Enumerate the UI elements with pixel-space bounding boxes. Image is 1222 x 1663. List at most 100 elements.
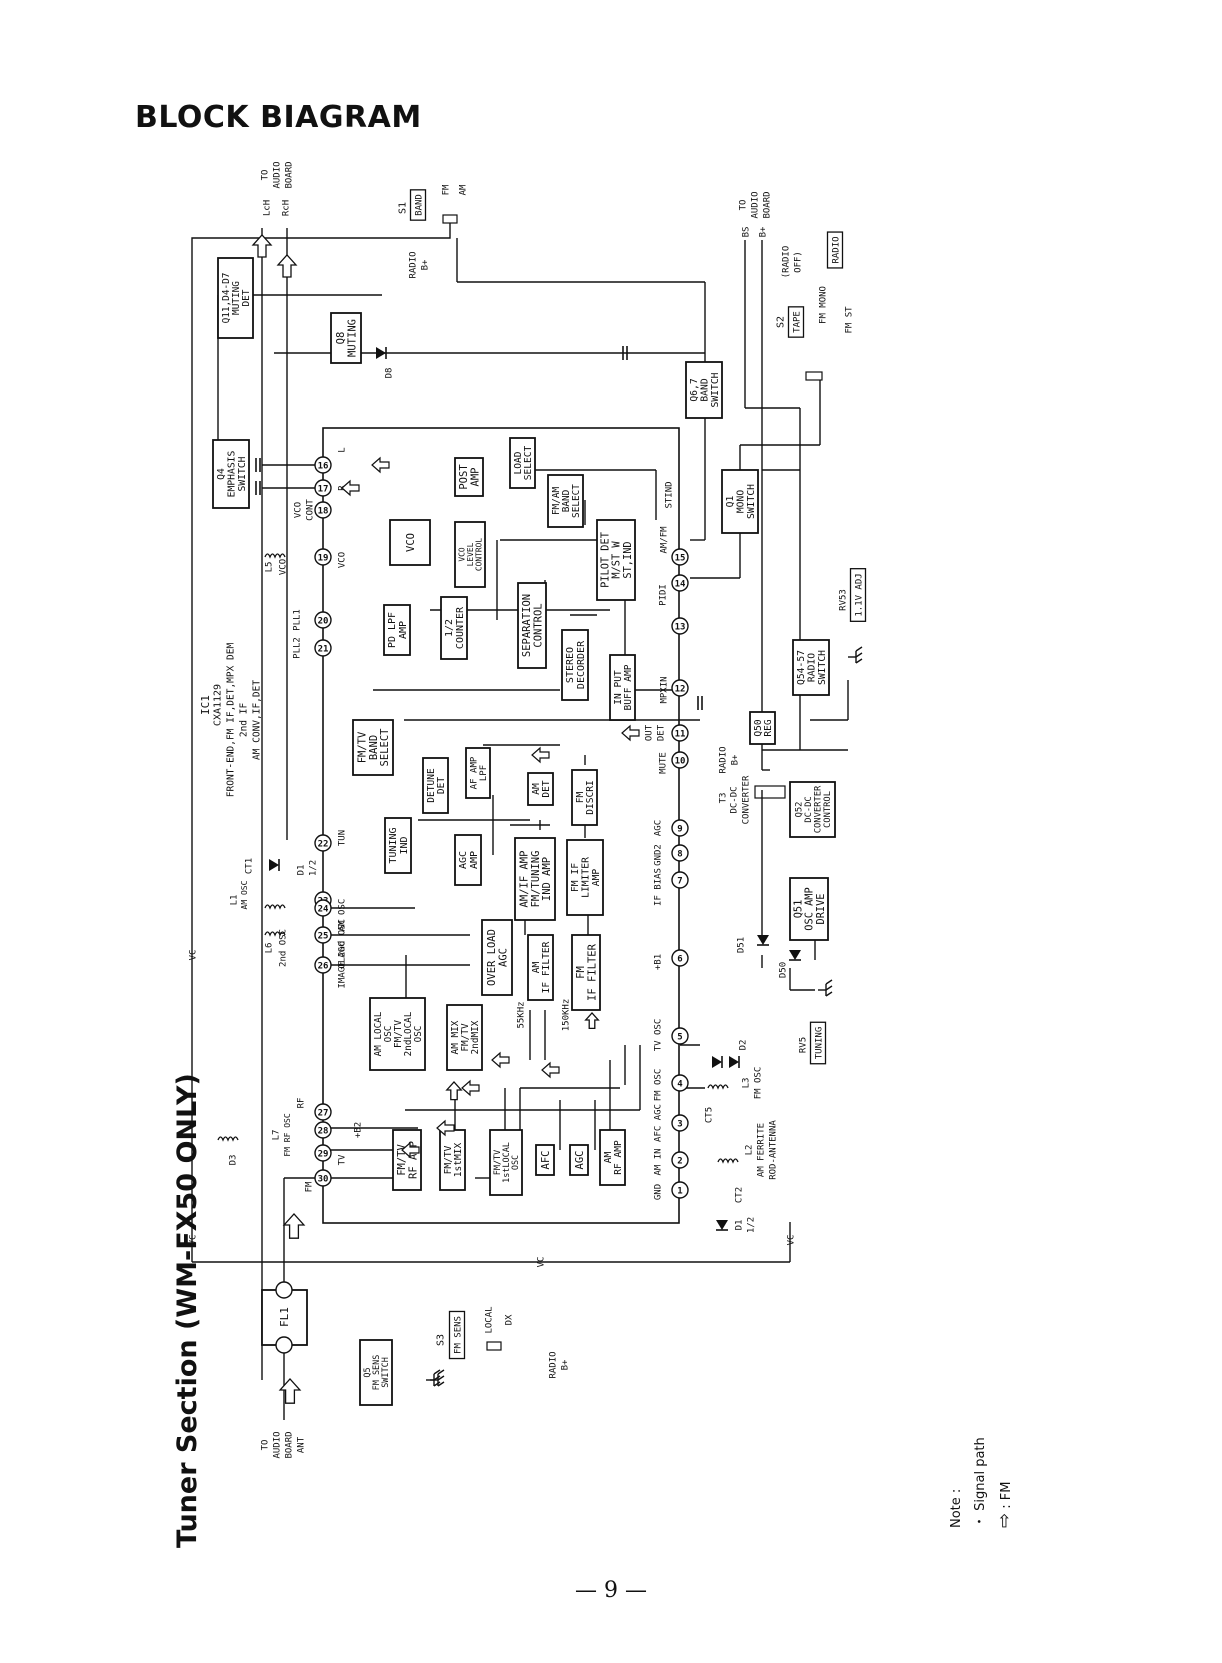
label-line: IF FILTER (586, 943, 598, 1001)
boxed-label-radio: RADIO (831, 236, 841, 263)
label-l6: L6 (264, 943, 274, 954)
label-line: BS (741, 227, 751, 238)
label-line: AM FERRITE (756, 1123, 766, 1177)
pin-9 (671, 819, 689, 837)
diode-icon (716, 1220, 728, 1230)
pin-number: 27 (318, 1109, 329, 1119)
label-line: VCO (457, 547, 466, 561)
wire (437, 1369, 445, 1375)
label-line: S1 (398, 202, 409, 214)
wire (855, 652, 863, 658)
signal-arrow-icon (541, 1061, 560, 1079)
ic-desc1: FRONT-END,FM IF,DET,MPX DEM (225, 643, 236, 798)
label-line: B+ (420, 259, 430, 270)
block-amlocal (369, 997, 426, 1071)
label-line: LcH (262, 200, 272, 216)
boxed-fmsens (448, 1310, 466, 1360)
block-input (609, 654, 636, 721)
label-d1a2: 1/2 (308, 860, 318, 876)
block-agcamp (454, 834, 482, 886)
pin-number: 18 (318, 507, 329, 517)
label-line: CT1 (244, 858, 254, 874)
label-radio3: RADIO (548, 1351, 558, 1378)
label-line: B+ (730, 754, 740, 765)
pin-number: 6 (677, 955, 682, 965)
label-line: AM OSC (337, 899, 347, 932)
label-line: MUTE (658, 752, 668, 774)
signal-arrow-icon (282, 1213, 306, 1239)
label-audio1: AUDIO (272, 161, 282, 188)
label-line: DRIVE (815, 894, 827, 925)
label-line: RADIO (718, 746, 728, 773)
label-l1: L1 (229, 895, 239, 906)
pin-number: 30 (318, 1175, 329, 1185)
pin-number: 9 (677, 825, 682, 835)
label-freq55: 55KHz (516, 1001, 526, 1028)
label-line: RF (296, 1098, 306, 1109)
label-rch: RcH (281, 200, 291, 216)
pin-number: 13 (675, 623, 686, 633)
diode-icon (789, 950, 801, 960)
label-pilot_pin: PIDI (658, 584, 668, 606)
vc-label: VC (188, 950, 198, 961)
label-line: Q4 (216, 468, 227, 480)
label-line: TV (337, 1154, 347, 1165)
block-ammix (446, 1004, 483, 1071)
pin-8 (671, 844, 689, 862)
label-line: PLL1 (292, 609, 302, 631)
label-line: 2nd OSC (278, 929, 288, 967)
label-line: D51 (736, 937, 746, 953)
label-line: 1stLOCAL (501, 1142, 511, 1183)
label-line: AGC (574, 1151, 586, 1170)
diode-icon (712, 1056, 722, 1068)
pin-21 (314, 639, 332, 657)
block-fmtvband (352, 719, 394, 776)
block-detune (422, 757, 449, 814)
label-b1: +B1 (653, 954, 663, 970)
boxed-label-tuning: TUNING (814, 1027, 824, 1060)
pin-29 (314, 1144, 332, 1162)
label-line: GND (653, 1184, 663, 1200)
label-audio2: AUDIO (272, 1431, 282, 1458)
label-line: FM OSC (653, 1069, 663, 1102)
wire (433, 1369, 441, 1375)
label-line: DC-DC (804, 796, 814, 822)
label-to3: TO (738, 200, 748, 211)
label-line: D2 (738, 1040, 748, 1051)
label-line: TV OSC (653, 1019, 663, 1052)
label-line: OSC AMP (804, 887, 816, 930)
label-l3: L3 (741, 1078, 751, 1089)
label-l5: L5 (264, 562, 274, 573)
label-line: AM (531, 962, 542, 974)
label-fm_osc: FM OSC (653, 1069, 663, 1102)
label-line: 55KHz (516, 1001, 526, 1028)
label-line: AM (603, 1152, 614, 1164)
label-d1a: D1 (296, 865, 306, 876)
label-line: BAND (414, 194, 424, 216)
wire (855, 646, 863, 652)
label-line: OSC (413, 1026, 424, 1043)
label-line: AUDIO (750, 191, 760, 218)
label-to1: TO (260, 170, 270, 181)
label-line: AM (458, 184, 468, 195)
label-line: OUT (644, 724, 654, 741)
label-line: LOAD (513, 451, 524, 474)
label-audio3: AUDIO (750, 191, 760, 218)
label-d2: D2 (738, 1040, 748, 1051)
label-d3: D3 (228, 1155, 238, 1166)
label-line: PD LPF (387, 612, 398, 648)
block-fmam (547, 474, 584, 528)
label-d1b: D1 (734, 1220, 744, 1231)
block-post (454, 457, 484, 497)
label-if_bias: IF BIAS (653, 868, 663, 906)
label-line: IN PUT (613, 670, 624, 705)
label-line: FM/TV (443, 1145, 454, 1174)
label-line: STEREO (565, 647, 576, 683)
